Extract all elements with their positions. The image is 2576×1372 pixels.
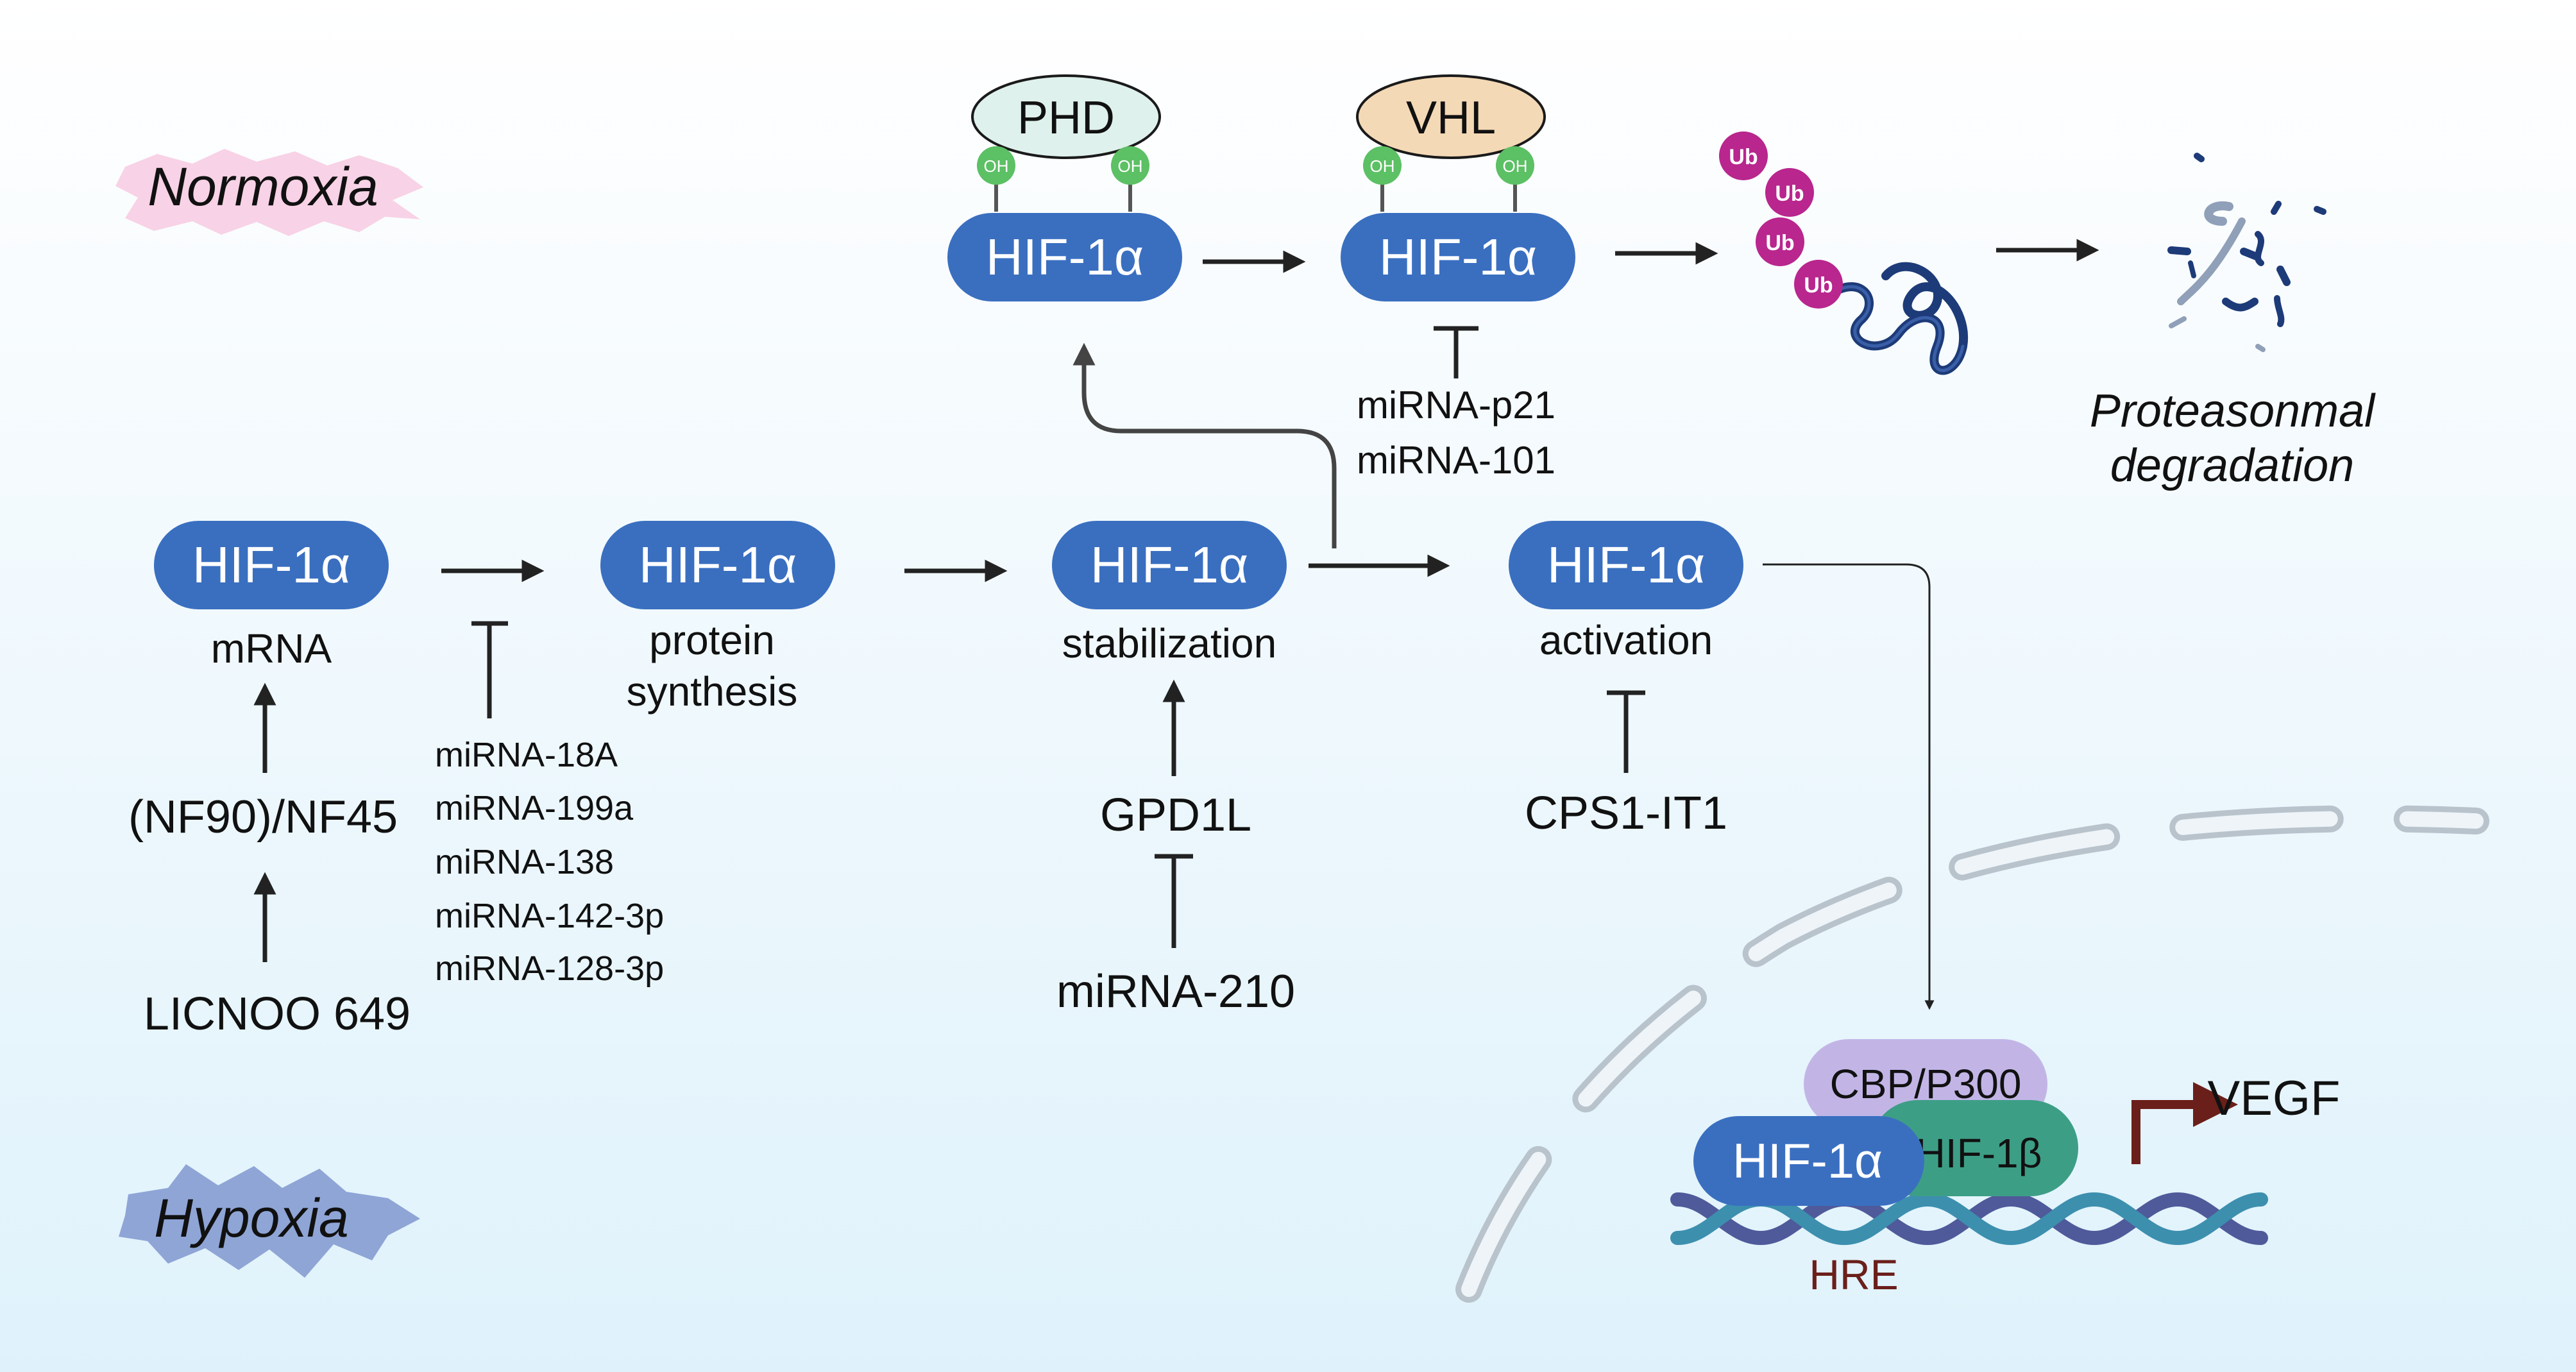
ubiquitinated-protein: Ub Ub Ub Ub [1719, 131, 1969, 375]
stage-caption-activation: activation [1539, 617, 1713, 663]
fragment-7 [2222, 298, 2258, 312]
vhl-inhibitor-2: miRNA-101 [1357, 439, 1555, 482]
ubiquitin-1 [1719, 131, 1768, 180]
ubiquitin-4-label: Ub [1804, 273, 1833, 298]
fragment-14 [2188, 260, 2196, 278]
synthesis-inhibitor-5: miRNA-128-3p [435, 949, 664, 988]
hif1b-label: HIF-1β [1916, 1130, 2042, 1176]
oh-label-phd-right: OH [1118, 157, 1143, 176]
normoxia-badge: Normoxia [115, 149, 423, 236]
hif1a-stage-synthesis: HIF-1α protein synthesis [600, 521, 835, 715]
fragment-2 [2204, 201, 2233, 226]
transcription-arrow [2131, 1082, 2238, 1164]
hif1a-label-activation: HIF-1α [1547, 536, 1705, 593]
hif1a-pill-stabilization [1052, 521, 1287, 609]
oh-group-vhl-left [1363, 146, 1402, 185]
hypoxia-badge: Hypoxia [119, 1164, 420, 1278]
fragment-10 [2274, 295, 2285, 327]
synthesis-inhibitor-2: miRNA-199a [435, 789, 634, 827]
ubiquitin-2 [1765, 168, 1814, 217]
hif1a-label-mrna: HIF-1α [192, 536, 350, 593]
nuclear-transcription-complex: HRE CBP/P300 HIF-1β HIF-1α VEGF [1670, 1039, 2341, 1298]
fragment-5 [2240, 248, 2260, 260]
ubiquitin-1-label: Ub [1729, 145, 1758, 169]
fragment-12 [2255, 344, 2266, 352]
stage-caption-stabilization: stabilization [1062, 620, 1276, 666]
regulator-cps1-it1: CPS1-IT1 [1525, 788, 1727, 839]
hypoxia-star-shape [119, 1164, 420, 1278]
hif1a-hydroxylated [947, 213, 1182, 301]
oh-group-vhl-right [1496, 146, 1534, 185]
ubiquitin-4 [1794, 260, 1843, 309]
hif1a-hydroxylated-label: HIF-1α [986, 228, 1144, 285]
oh-label-phd-left: OH [984, 157, 1009, 176]
stage-caption-synthesis-1: protein [649, 617, 775, 663]
ubiquitin-3-label: Ub [1765, 231, 1794, 255]
nucleus-membrane-inner [1461, 811, 2484, 1297]
hif1a-pill-synthesis [600, 521, 835, 609]
fragment-1 [2194, 153, 2205, 162]
synthesis-inhibitor-1: miRNA-18A [435, 736, 618, 774]
fragment-4 [2167, 246, 2191, 255]
protein-coil-inner [1823, 285, 1965, 372]
normoxia-label: Normoxia [148, 157, 378, 217]
degradation-label-line2: degradation [2110, 440, 2354, 491]
oh-group-phd-right [1111, 146, 1149, 185]
fragment-3 [2177, 217, 2246, 305]
hif1a-stage-stabilization: HIF-1α stabilization [1052, 521, 1287, 666]
vegf-label: VEGF [2208, 1071, 2341, 1126]
synthesis-inhibitor-3: miRNA-138 [435, 843, 614, 881]
hif1a-stage-activation: HIF-1α activation [1509, 521, 1743, 663]
hif1a-label-stabilization: HIF-1α [1090, 536, 1248, 593]
synthesis-inhibitor-4: miRNA-142-3p [435, 897, 664, 935]
regulator-nf90-nf45: (NF90)/NF45 [128, 792, 398, 843]
fragment-13 [2314, 206, 2326, 215]
fragment-9 [2271, 201, 2282, 215]
stage-caption-mrna: mRNA [211, 625, 332, 672]
ubiquitin-2-label: Ub [1775, 182, 1804, 206]
normoxia-star-shape [115, 149, 423, 236]
degradation-label-line1: Proteasonmal [2090, 385, 2376, 437]
oh-label-vhl-right: OH [1503, 157, 1528, 176]
hif1a-label-synthesis: HIF-1α [639, 536, 797, 593]
hif1a-vhl-bound-label: HIF-1α [1379, 228, 1537, 285]
cbp-p300-label: CBP/P300 [1830, 1061, 2022, 1107]
hif1a-stage-mrna: HIF-1α mRNA [154, 521, 389, 672]
phd-label: PHD [1017, 92, 1115, 144]
vhl-label: VHL [1406, 92, 1496, 144]
ubiquitin-3 [1756, 217, 1804, 266]
phd-enzyme [971, 74, 1161, 159]
fragment-6 [2255, 231, 2264, 266]
hif1a-vhl-bound [1341, 213, 1575, 301]
vhl-inhibitor-1: miRNA-p21 [1357, 384, 1555, 427]
hypoxia-label: Hypoxia [154, 1188, 348, 1248]
arrow-stabilization-to-phd [1072, 343, 1337, 548]
hif1a-pill-activation [1509, 521, 1743, 609]
oh-label-vhl-left: OH [1370, 157, 1395, 176]
nucleus-membrane [1455, 805, 2489, 1303]
hif1a-nuclear-protein [1693, 1116, 1924, 1206]
vhl-enzyme [1356, 74, 1546, 159]
hif1a-pill-mrna [154, 521, 389, 609]
normoxia-pathway: PHD OH OH HIF-1α VHL OH OH HIF-1α miRNA-… [947, 74, 2376, 491]
stage-caption-synthesis-2: synthesis [627, 668, 798, 715]
oh-group-phd-left [977, 146, 1015, 185]
fragment-11 [2169, 316, 2187, 328]
arrow-activation-to-nucleus [1763, 563, 1935, 1010]
fragment-8 [2276, 266, 2291, 286]
degraded-fragments-icon [2167, 153, 2326, 352]
regulator-mirna-210: miRNA-210 [1056, 966, 1295, 1017]
hif1a-nuclear-label: HIF-1α [1733, 1134, 1883, 1189]
regulator-gpd1l: GPD1L [1100, 790, 1251, 841]
regulator-licnoo: LICNOO 649 [144, 988, 411, 1040]
hre-label: HRE [1809, 1251, 1898, 1298]
